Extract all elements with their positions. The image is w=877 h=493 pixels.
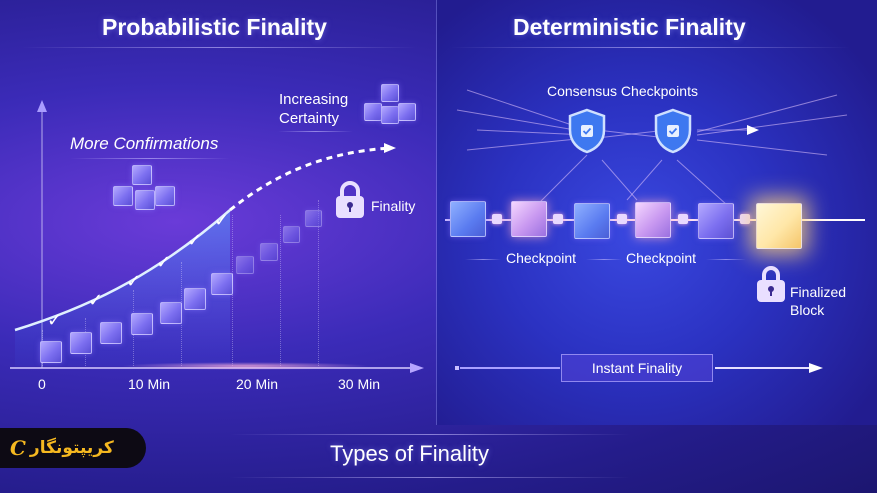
confirmations-underline — [70, 158, 230, 159]
x-tick-10: 10 Min — [128, 376, 171, 392]
brand-logo[interactable]: C کریپتونگار — [0, 428, 146, 468]
title-underline — [22, 47, 417, 48]
lock-icon — [757, 266, 785, 302]
finalized-block-label: Finalized Block — [790, 283, 846, 319]
consensus-checkpoints-label: Consensus Checkpoints — [547, 83, 698, 99]
certainty-line1: Increasing — [279, 91, 349, 108]
axis-glow — [120, 362, 370, 370]
certainty-underline — [278, 131, 353, 132]
checkmark-icon: ✓ — [88, 290, 104, 310]
checkmark-icon: ✓ — [156, 252, 172, 272]
shield-check-icon[interactable] — [653, 108, 693, 154]
chain-link — [553, 214, 563, 224]
finality-label: Finality — [371, 198, 416, 214]
shield-check-icon[interactable] — [567, 108, 607, 154]
chain-link — [678, 214, 688, 224]
title-underline — [450, 47, 850, 48]
x-tick-20: 20 Min — [236, 376, 279, 392]
timeline-start — [455, 366, 459, 370]
checkpoint-label-2: Checkpoint — [626, 250, 697, 266]
probabilistic-title: Probabilistic Finality — [102, 14, 327, 40]
footer-bottom-line — [230, 477, 630, 478]
logo-c-icon: C — [10, 436, 26, 460]
finalized-block — [756, 203, 802, 249]
block — [698, 203, 734, 239]
panel-divider — [436, 0, 437, 425]
grid-line — [280, 215, 281, 366]
footer-title: Types of Finality — [330, 441, 489, 466]
checkpoint-block — [511, 201, 547, 237]
divider — [706, 259, 746, 260]
checkmark-icon: ✓ — [187, 230, 203, 250]
divider — [586, 259, 622, 260]
checkmark-icon: ✓ — [47, 310, 63, 330]
certainty-curve — [14, 143, 396, 366]
chain-link — [617, 214, 627, 224]
x-tick-0: 0 — [38, 376, 46, 392]
x-tick-30: 30 Min — [338, 376, 381, 392]
timeline-line — [460, 367, 560, 369]
checkpoint-block — [635, 202, 671, 238]
finalized-line1: Finalized — [790, 284, 847, 300]
checkpoint-label-1: Checkpoint — [506, 250, 577, 266]
footer-top-line — [230, 434, 630, 435]
more-confirmations-label: More Confirmations — [70, 134, 219, 153]
lock-icon — [336, 181, 364, 218]
block — [450, 201, 486, 237]
block — [574, 203, 610, 239]
increasing-certainty-label: Increasing Certainty — [279, 90, 348, 128]
divider — [465, 259, 501, 260]
finalized-line2: Block — [790, 302, 825, 318]
checkmark-icon: ✓ — [214, 210, 230, 230]
chain-link — [492, 214, 502, 224]
consensus-rays — [456, 89, 848, 206]
certainty-line2: Certainty — [279, 110, 340, 127]
arrow-right-icon — [715, 363, 823, 373]
grid-line — [318, 200, 319, 366]
deterministic-title: Deterministic Finality — [513, 14, 746, 40]
chain-link — [740, 214, 750, 224]
checkmark-icon: ✓ — [126, 271, 142, 291]
instant-finality-badge: Instant Finality — [561, 354, 713, 382]
logo-text: کریپتونگار — [29, 438, 114, 457]
